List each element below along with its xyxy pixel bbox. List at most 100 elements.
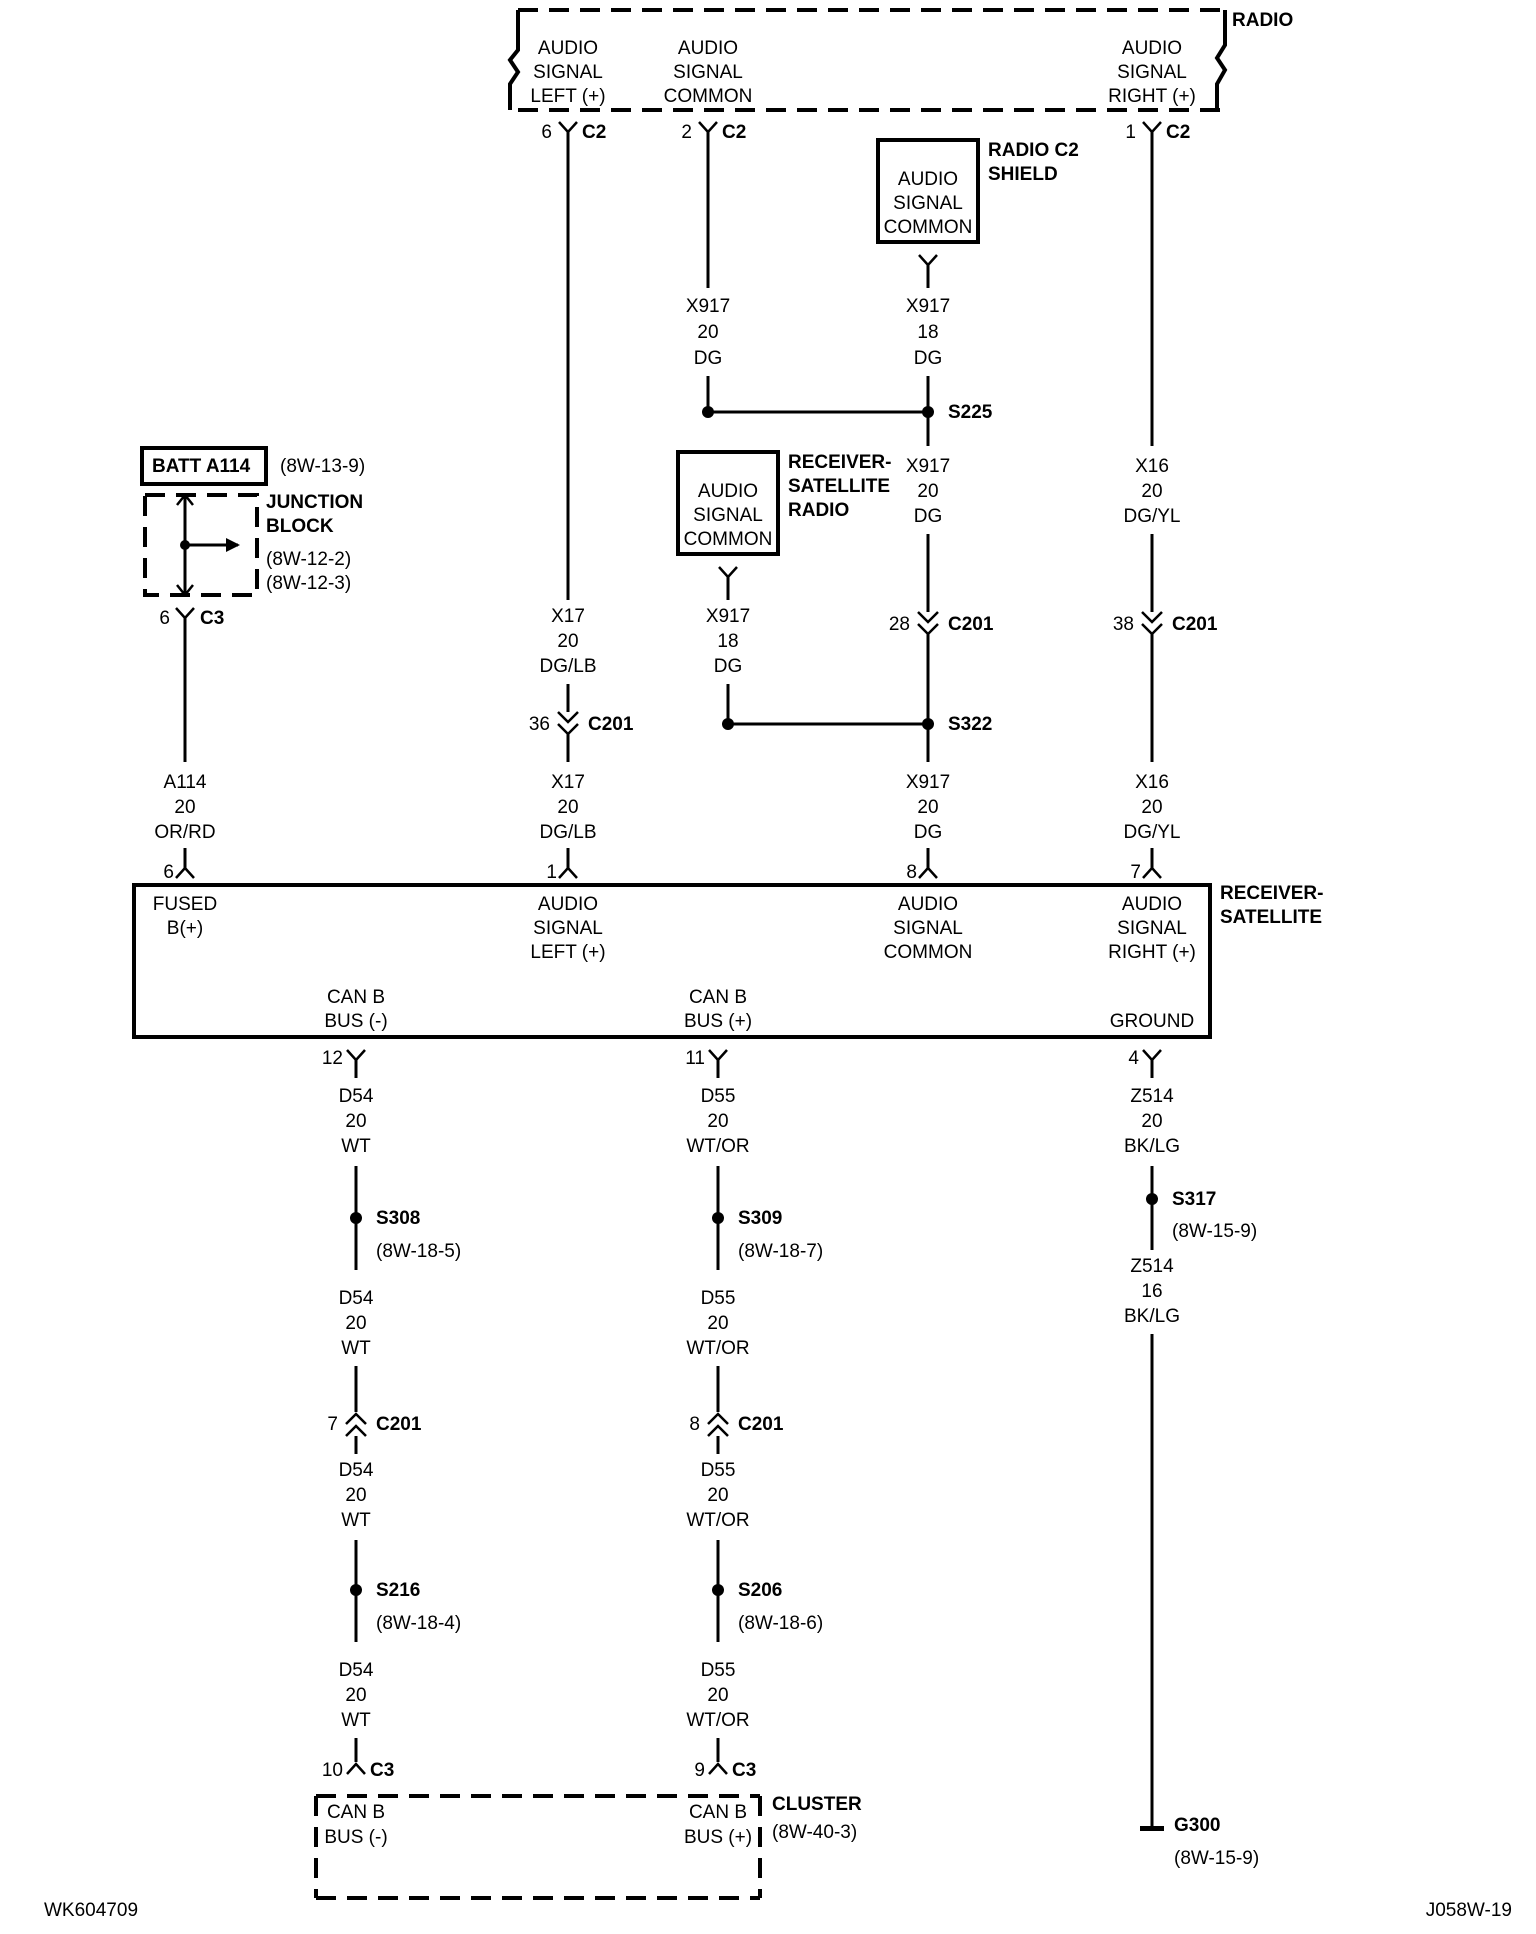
cluster-pin-9: 9: [694, 1760, 705, 1781]
wire-label-x17-upper: X17 20 DG/LB: [539, 606, 596, 677]
wire-label-d55-2: D55 20 WT/OR: [686, 1288, 749, 1359]
radio-c2-right: C2: [1166, 122, 1190, 143]
splice-s216: S216: [376, 1580, 420, 1601]
svg-text:(8W-15-9): (8W-15-9): [1174, 1848, 1259, 1869]
splice-s322: S322: [948, 714, 992, 735]
svg-text:DG/LB: DG/LB: [539, 656, 596, 677]
splice-s216-ref: (8W-18-4): [376, 1613, 461, 1634]
svg-text:CAN B: CAN B: [689, 1802, 747, 1823]
svg-text:18: 18: [717, 631, 738, 652]
svg-text:20: 20: [557, 631, 578, 652]
c201-pin-36: 36: [529, 714, 550, 735]
svg-text:Z514: Z514: [1130, 1086, 1174, 1107]
svg-text:BUS (-): BUS (-): [324, 1011, 387, 1032]
c201-x17: C201: [588, 714, 634, 735]
svg-text:CAN B: CAN B: [327, 987, 385, 1008]
c201-pin-7: 7: [327, 1414, 338, 1435]
c201-pin-8: 8: [689, 1414, 700, 1435]
svg-text:BK/LG: BK/LG: [1124, 1306, 1180, 1327]
svg-text:20: 20: [345, 1111, 366, 1132]
svg-text:20: 20: [345, 1485, 366, 1506]
radio-pin-right: 1: [1125, 122, 1136, 143]
svg-text:GROUND: GROUND: [1110, 1011, 1194, 1032]
svg-text:COMMON: COMMON: [684, 529, 773, 550]
radio-pin-left: 6: [541, 122, 552, 143]
wire-label-x917-mid: X917 20 DG: [906, 456, 950, 527]
svg-text:SATELLITE: SATELLITE: [788, 476, 890, 497]
svg-text:X17: X17: [551, 606, 585, 627]
svg-text:AUDIO: AUDIO: [1122, 894, 1182, 915]
svg-text:DG: DG: [914, 348, 943, 369]
svg-text:20: 20: [917, 481, 938, 502]
svg-text:DG: DG: [714, 656, 743, 677]
svg-text:RECEIVER-: RECEIVER-: [1220, 883, 1323, 904]
svg-text:WT/OR: WT/OR: [686, 1710, 749, 1731]
c201-x917: C201: [948, 614, 994, 635]
svg-text:BUS (+): BUS (+): [684, 1011, 752, 1032]
c201-pin-28: 28: [889, 614, 910, 635]
wire-label-x17-lower: X17 20 DG/LB: [539, 772, 596, 843]
svg-text:DG: DG: [694, 348, 723, 369]
wire-label-z514-16: Z514 16 BK/LG: [1124, 1256, 1180, 1327]
svg-text:X917: X917: [706, 606, 750, 627]
svg-text:20: 20: [707, 1685, 728, 1706]
svg-text:X917: X917: [906, 296, 950, 317]
svg-text:D54: D54: [339, 1660, 374, 1681]
wire-label-x16-upper: X16 20 DG/YL: [1123, 456, 1180, 527]
radio-pin-common-label-1: AUDIO: [678, 38, 738, 59]
radio-title: RADIO: [1232, 10, 1293, 31]
cluster-c3-plus: C3: [732, 1760, 756, 1781]
radio-pin-common-label-3: COMMON: [664, 86, 753, 107]
svg-text:20: 20: [707, 1111, 728, 1132]
svg-text:RIGHT (+): RIGHT (+): [1108, 942, 1196, 963]
wire-label-x917-top-left: X917 20 DG: [686, 296, 730, 369]
footer-left: WK604709: [44, 1900, 138, 1921]
svg-text:BUS (-): BUS (-): [324, 1827, 387, 1848]
rx-pin-left: 1: [546, 862, 557, 883]
svg-text:X16: X16: [1135, 456, 1169, 477]
wire-label-d55-4: D55 20 WT/OR: [686, 1660, 749, 1731]
svg-text:WT/OR: WT/OR: [686, 1510, 749, 1531]
rx-pin-canb-minus: 12: [322, 1048, 343, 1069]
svg-text:20: 20: [345, 1313, 366, 1334]
splice-s309: S309: [738, 1208, 782, 1229]
svg-text:WT/OR: WT/OR: [686, 1338, 749, 1359]
svg-text:SATELLITE: SATELLITE: [1220, 907, 1322, 928]
radio-pin-right-label-1: AUDIO: [1122, 38, 1182, 59]
svg-text:(8W-40-3): (8W-40-3): [772, 1822, 857, 1843]
svg-text:D55: D55: [701, 1460, 736, 1481]
svg-text:20: 20: [1141, 797, 1162, 818]
svg-text:X917: X917: [906, 772, 950, 793]
radio-pin-common: 2: [681, 122, 692, 143]
svg-text:FUSED: FUSED: [153, 894, 217, 915]
svg-text:DG: DG: [914, 506, 943, 527]
svg-text:16: 16: [1141, 1281, 1162, 1302]
shield-label-2: SHIELD: [988, 164, 1058, 185]
svg-text:CLUSTER: CLUSTER: [772, 1794, 862, 1815]
radio-c2-common: C2: [722, 122, 746, 143]
splice-s206-ref: (8W-18-6): [738, 1613, 823, 1634]
junction-label-1: JUNCTION: [266, 492, 363, 513]
svg-text:RECEIVER-: RECEIVER-: [788, 452, 891, 473]
wire-label-x16-lower: X16 20 DG/YL: [1123, 772, 1180, 843]
svg-text:A114: A114: [164, 772, 207, 793]
svg-text:DG/YL: DG/YL: [1123, 506, 1180, 527]
wire-label-d54-2: D54 20 WT: [339, 1288, 374, 1359]
splice-s225-left-dot: [702, 406, 714, 418]
wire-label-x917-rsr: X917 18 DG: [706, 606, 750, 677]
radio-component: RADIO AUDIO SIGNAL LEFT (+) AUDIO SIGNAL…: [507, 8, 1293, 143]
wire-label-x917-top-right: X917 18 DG: [906, 296, 950, 369]
svg-text:BUS (+): BUS (+): [684, 1827, 752, 1848]
radio-c2-left: C2: [582, 122, 606, 143]
svg-text:B(+): B(+): [167, 918, 203, 939]
svg-text:D54: D54: [339, 1460, 374, 1481]
radio-pin-left-label-1: AUDIO: [538, 38, 598, 59]
shield-label-1: RADIO C2: [988, 140, 1079, 161]
svg-text:DG/LB: DG/LB: [539, 822, 596, 843]
svg-text:SIGNAL: SIGNAL: [1117, 918, 1187, 939]
c201-d55: C201: [738, 1414, 784, 1435]
svg-text:BK/LG: BK/LG: [1124, 1136, 1180, 1157]
splice-s317-ref: (8W-15-9): [1172, 1221, 1257, 1242]
shield-box-label-1: AUDIO: [898, 169, 958, 190]
